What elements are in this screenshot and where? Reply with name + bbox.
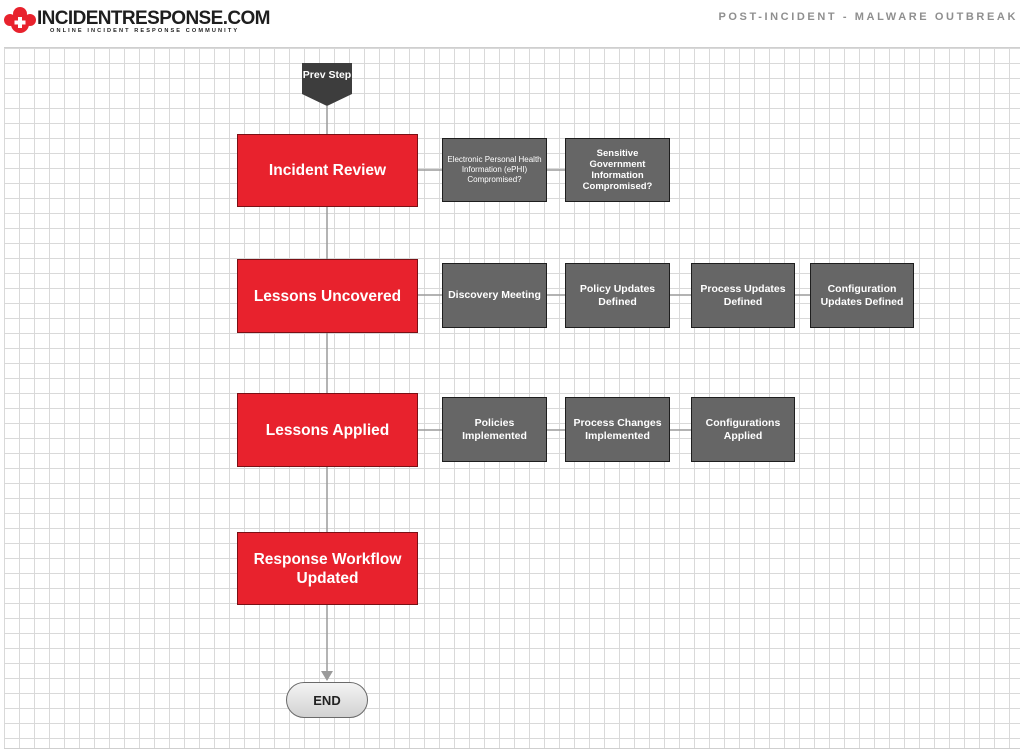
item-policies-implemented[interactable]: Policies Implemented bbox=[442, 397, 547, 462]
item-configuration-updates-defined[interactable]: Configuration Updates Defined bbox=[810, 263, 914, 328]
item-process-changes-implemented[interactable]: Process Changes Implemented bbox=[565, 397, 670, 462]
stage-incident-review[interactable]: Incident Review bbox=[237, 134, 418, 207]
item-process-updates-defined[interactable]: Process Updates Defined bbox=[691, 263, 795, 328]
arrow-down-icon bbox=[321, 671, 333, 681]
stage-response-workflow-updated[interactable]: Response Workflow Updated bbox=[237, 532, 418, 605]
item-sensitive-gov-info-compromised[interactable]: Sensitive Government Information Comprom… bbox=[565, 138, 670, 202]
stage-lessons-applied[interactable]: Lessons Applied bbox=[237, 393, 418, 467]
end-node[interactable]: END bbox=[286, 682, 368, 718]
item-configurations-applied[interactable]: Configurations Applied bbox=[691, 397, 795, 462]
logo-tagline: ONLINE INCIDENT RESPONSE COMMUNITY bbox=[50, 28, 240, 34]
page-title: POST-INCIDENT - MALWARE OUTBREAK bbox=[718, 11, 1018, 23]
stage-lessons-uncovered[interactable]: Lessons Uncovered bbox=[237, 259, 418, 333]
logo-icon bbox=[4, 7, 36, 33]
item-discovery-meeting[interactable]: Discovery Meeting bbox=[442, 263, 547, 328]
logo[interactable]: INCIDENTRESPONSE.COM ONLINE INCIDENT RES… bbox=[4, 7, 271, 35]
item-ephi-compromised[interactable]: Electronic Personal Health Information (… bbox=[442, 138, 547, 202]
logo-name: INCIDENTRESPONSE.COM bbox=[37, 8, 271, 29]
header: INCIDENTRESPONSE.COM ONLINE INCIDENT RES… bbox=[0, 0, 1024, 46]
item-policy-updates-defined[interactable]: Policy Updates Defined bbox=[565, 263, 670, 328]
